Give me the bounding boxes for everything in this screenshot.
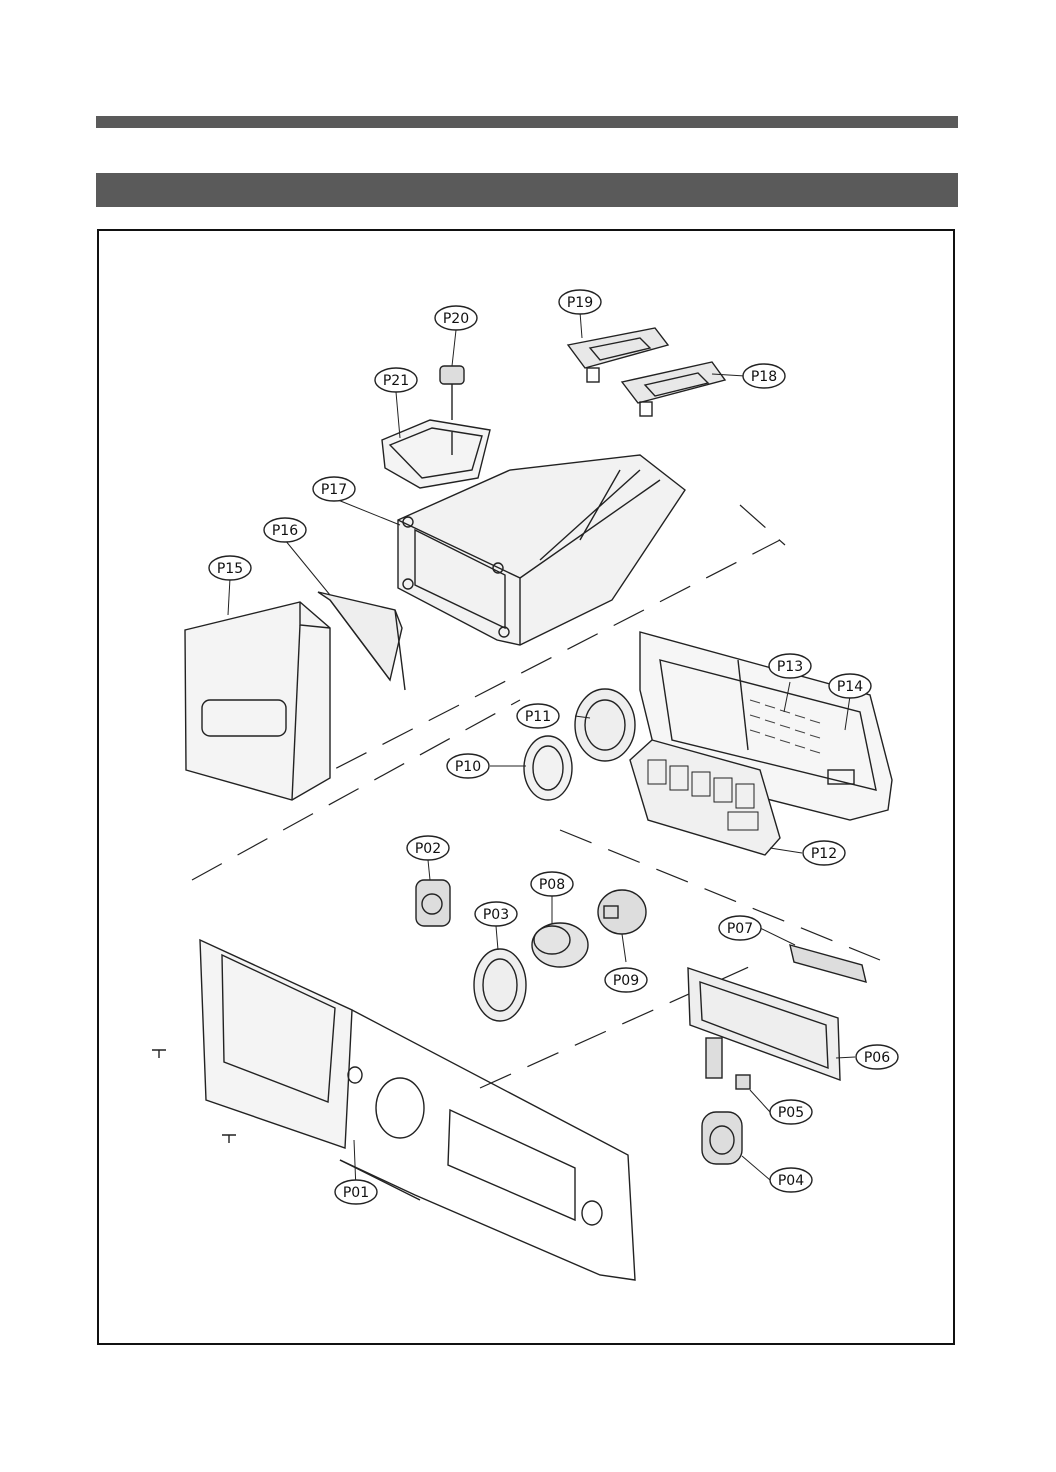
- callout-p19: P19: [559, 290, 601, 314]
- part-control-panel: [200, 940, 635, 1280]
- part-knob-ring: [524, 736, 572, 800]
- svg-text:P10: P10: [455, 759, 481, 775]
- svg-text:P19: P19: [567, 295, 593, 311]
- svg-text:P15: P15: [217, 561, 243, 577]
- callout-p07: P07: [719, 916, 761, 940]
- callout-p05: P05: [770, 1100, 812, 1124]
- part-compartment-lid-b: [622, 362, 725, 416]
- callout-p15: P15: [209, 556, 251, 580]
- callout-p04: P04: [770, 1168, 812, 1192]
- svg-text:P05: P05: [778, 1105, 804, 1121]
- callout-p14: P14: [829, 674, 871, 698]
- callout-p09: P09: [605, 968, 647, 992]
- part-softener-cup: [382, 420, 490, 488]
- part-dial-ring: [474, 949, 526, 1021]
- part-knob-holder: [575, 689, 635, 761]
- svg-text:P11: P11: [525, 709, 551, 725]
- callout-p13: P13: [769, 654, 811, 678]
- svg-text:P14: P14: [837, 679, 863, 695]
- part-led-holder: [790, 945, 866, 982]
- part-small-buttons: [706, 1038, 750, 1089]
- part-lock-button: [702, 1112, 742, 1164]
- callout-p18: P18: [743, 364, 785, 388]
- callout-p21: P21: [375, 368, 417, 392]
- svg-text:P07: P07: [727, 921, 753, 937]
- callout-p17: P17: [313, 477, 355, 501]
- callout-p02: P02: [407, 836, 449, 860]
- callout-p10: P10: [447, 754, 489, 778]
- svg-text:P03: P03: [483, 907, 509, 923]
- svg-text:P08: P08: [539, 877, 565, 893]
- callout-p03: P03: [475, 902, 517, 926]
- svg-text:P09: P09: [613, 973, 639, 989]
- callout-p12: P12: [803, 841, 845, 865]
- part-compartment-lid-a: [568, 328, 668, 382]
- svg-text:P21: P21: [383, 373, 409, 389]
- callout-p11: P11: [517, 704, 559, 728]
- part-encoder: [598, 890, 646, 934]
- svg-text:P20: P20: [443, 311, 469, 327]
- svg-text:P04: P04: [778, 1173, 804, 1189]
- part-drawer-bracket: [318, 592, 405, 690]
- callout-p16: P16: [264, 518, 306, 542]
- svg-text:P06: P06: [864, 1050, 890, 1066]
- callout-p01: P01: [335, 1180, 377, 1204]
- part-dial-knob: [532, 923, 588, 967]
- part-power-button: [416, 880, 450, 926]
- callout-p08: P08: [531, 872, 573, 896]
- svg-text:P16: P16: [272, 523, 298, 539]
- part-drawer-front-panel: [185, 602, 330, 800]
- callout-p06: P06: [856, 1045, 898, 1069]
- svg-text:P17: P17: [321, 482, 347, 498]
- svg-text:P12: P12: [811, 846, 837, 862]
- part-siphon-cap: [440, 366, 464, 420]
- svg-text:P18: P18: [751, 369, 777, 385]
- svg-text:P02: P02: [415, 841, 441, 857]
- svg-text:P01: P01: [343, 1185, 369, 1201]
- svg-text:P13: P13: [777, 659, 803, 675]
- callout-p20: P20: [435, 306, 477, 330]
